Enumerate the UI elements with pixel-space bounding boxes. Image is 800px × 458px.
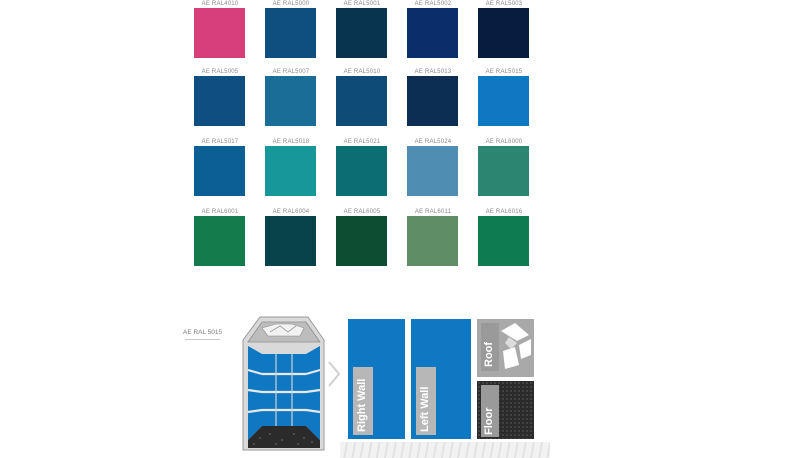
swatch-color-box[interactable] [407, 216, 458, 266]
swatch-code: AE RAL4010 [201, 1, 239, 7]
swatch-color-box[interactable] [265, 216, 316, 266]
swatch-code: AE RAL5021 [343, 139, 381, 145]
color-swatch[interactable]: AE RAL6011 [403, 208, 463, 272]
swatch-code: AE RAL5013 [414, 69, 452, 75]
left-wall-panel: Left Wall [411, 319, 471, 439]
swatch-code: AE RAL5005 [201, 69, 239, 75]
color-swatch[interactable]: AE RAL5005 [190, 68, 250, 132]
swatch-color-box[interactable] [194, 8, 245, 58]
color-swatch[interactable]: AE RAL5003 [474, 0, 534, 64]
right-wall-label: Right Wall [356, 378, 368, 432]
swatch-code: AE RAL6016 [485, 209, 523, 215]
swatch-color-box[interactable] [478, 8, 529, 58]
left-wall-label-box [416, 367, 436, 435]
chevron-right-icon [328, 361, 341, 387]
color-swatch[interactable]: AE RAL5013 [403, 68, 463, 132]
cabin-left-wall [248, 346, 262, 440]
color-swatch[interactable]: AE RAL6000 [474, 138, 534, 202]
swatch-color-box[interactable] [336, 146, 387, 196]
left-wall-label: Left Wall [419, 386, 431, 432]
elevator-cabin-preview [242, 316, 325, 451]
swatch-color-box[interactable] [336, 216, 387, 266]
swatch-color-box[interactable] [265, 8, 316, 58]
swatch-color-box[interactable] [336, 76, 387, 126]
swatch-code: AE RAL5024 [414, 139, 452, 145]
color-swatch[interactable]: AE RAL6001 [190, 208, 250, 272]
swatch-code: AE RAL5017 [201, 139, 239, 145]
color-swatch[interactable]: AE RAL5017 [190, 138, 250, 202]
swatch-color-box[interactable] [265, 146, 316, 196]
swatch-color-box[interactable] [194, 146, 245, 196]
swatch-code: AE RAL5007 [272, 69, 310, 75]
color-swatch[interactable]: AE RAL6004 [261, 208, 321, 272]
swatch-color-box[interactable] [478, 216, 529, 266]
color-swatch-grid: AE RAL4010 AE RAL5000 AE RAL5001 AE RAL5002… [190, 0, 540, 270]
swatch-code: AE RAL5000 [272, 1, 310, 7]
swatch-code: AE RAL5015 [485, 69, 523, 75]
color-swatch[interactable]: AE RAL5018 [261, 138, 321, 202]
swatch-color-box[interactable] [336, 8, 387, 58]
swatch-code: AE RAL5002 [414, 1, 452, 7]
roof-panel: Roof [477, 319, 534, 377]
color-swatch[interactable]: AE RAL6016 [474, 208, 534, 272]
swatch-code: AE RAL6011 [414, 209, 452, 215]
color-swatch[interactable]: AE RAL6005 [332, 208, 392, 272]
color-swatch[interactable]: AE RAL5024 [403, 138, 463, 202]
cabin-right-wall [306, 346, 320, 440]
color-swatch[interactable]: AE RAL4010 [190, 0, 250, 64]
cabin-floor [248, 426, 320, 448]
swatch-code: AE RAL6005 [343, 209, 381, 215]
showroom-floor-strip [340, 442, 550, 458]
swatch-color-box[interactable] [194, 216, 245, 266]
swatch-code: AE RAL5018 [272, 139, 310, 145]
geometric-ceiling-icon [501, 323, 531, 369]
swatch-color-box[interactable] [407, 146, 458, 196]
right-wall-label-box [353, 367, 373, 435]
color-swatch[interactable]: AE RAL5015 [474, 68, 534, 132]
swatch-code: AE RAL5003 [485, 1, 523, 7]
floor-label: Floor [483, 407, 495, 436]
right-wall-panel: Right Wall [348, 319, 405, 439]
swatch-color-box[interactable] [478, 146, 529, 196]
swatch-color-box[interactable] [407, 76, 458, 126]
swatch-color-box[interactable] [194, 76, 245, 126]
color-swatch[interactable]: AE RAL5007 [261, 68, 321, 132]
swatch-color-box[interactable] [265, 76, 316, 126]
floor-label-box [481, 385, 499, 437]
selected-color-underline [185, 339, 220, 340]
swatch-code: AE RAL6000 [485, 139, 523, 145]
color-swatch[interactable]: AE RAL5010 [332, 68, 392, 132]
floor-panel: Floor [477, 381, 534, 439]
roof-label: Roof [483, 341, 495, 367]
swatch-code: AE RAL5001 [343, 1, 381, 7]
swatch-code: AE RAL6004 [272, 209, 310, 215]
swatch-color-box[interactable] [407, 8, 458, 58]
cabin-back-wall [262, 354, 306, 426]
roof-label-box [481, 323, 499, 371]
swatch-color-box[interactable] [478, 76, 529, 126]
swatch-code: AE RAL6001 [201, 209, 239, 215]
color-swatch[interactable]: AE RAL5000 [261, 0, 321, 64]
color-swatch[interactable]: AE RAL5002 [403, 0, 463, 64]
color-swatch[interactable]: AE RAL5001 [332, 0, 392, 64]
selected-color-code: AE RAL 5015 [183, 329, 223, 336]
swatch-code: AE RAL5010 [343, 69, 381, 75]
color-swatch[interactable]: AE RAL5021 [332, 138, 392, 202]
